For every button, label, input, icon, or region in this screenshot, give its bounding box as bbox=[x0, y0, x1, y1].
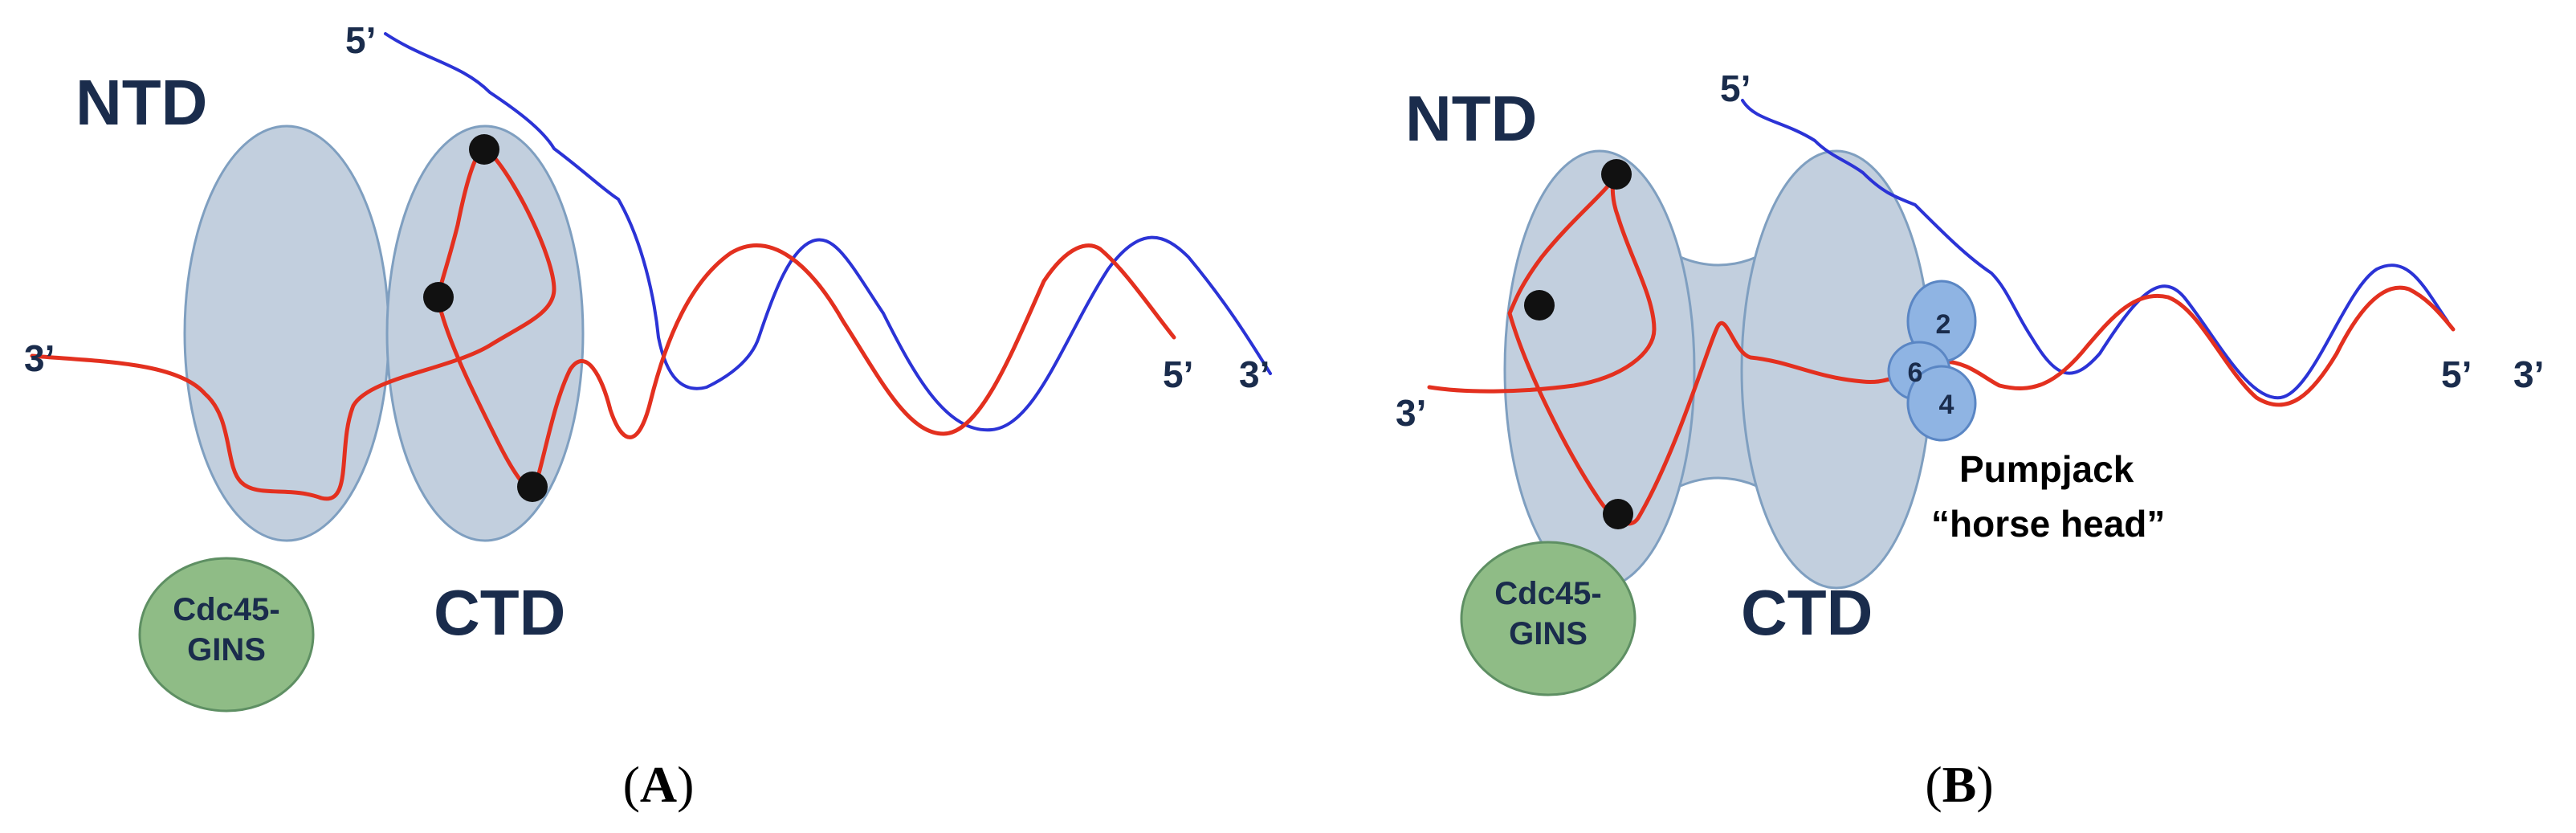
three-prime-left-b: 3’ bbox=[1396, 392, 1426, 434]
blue-strand-a bbox=[384, 32, 1272, 432]
ntd-lobe-a bbox=[183, 125, 390, 542]
cdc45-label-b-line2: GINS bbox=[1509, 616, 1588, 651]
subunit-2-label: 2 bbox=[1936, 309, 1951, 340]
pumpjack-label-line1: Pumpjack bbox=[1959, 448, 2134, 490]
dot-a-3 bbox=[517, 472, 548, 502]
cdc45-label-a-line2: GINS bbox=[187, 632, 266, 668]
dot-a-2 bbox=[423, 282, 454, 312]
subunit-4 bbox=[1906, 365, 1977, 442]
dot-a-1 bbox=[469, 134, 499, 165]
five-prime-right-a: 5’ bbox=[1163, 353, 1193, 395]
ntd-label-a: NTD bbox=[75, 67, 207, 138]
ctd-label-a: CTD bbox=[434, 577, 565, 648]
subunit-6-label: 6 bbox=[1908, 357, 1923, 388]
dot-b-3 bbox=[1603, 499, 1633, 529]
caption-a: (A) bbox=[623, 756, 695, 813]
ntd-lobe-b bbox=[1503, 149, 1696, 590]
pumpjack-label-line2: “horse head” bbox=[1931, 503, 2165, 545]
three-prime-right-b: 3’ bbox=[2513, 353, 2544, 395]
ntd-label-b: NTD bbox=[1405, 83, 1537, 154]
ctd-lobe-a bbox=[385, 125, 585, 542]
caption-b: (B) bbox=[1925, 756, 1993, 813]
five-prime-right-b: 5’ bbox=[2441, 353, 2472, 395]
cdc45-label-b-line1: Cdc45- bbox=[1494, 576, 1601, 611]
three-prime-right-a: 3’ bbox=[1239, 353, 1270, 395]
dot-b-1 bbox=[1601, 159, 1632, 190]
panel-a: Cdc45- GINS NTD CTD 3’ 5’ 5’ 3’ (A) bbox=[24, 19, 1272, 813]
dot-b-2 bbox=[1524, 290, 1555, 321]
three-prime-left-a: 3’ bbox=[24, 337, 55, 379]
cdc45-gins-a bbox=[138, 557, 315, 713]
red-strand-a bbox=[30, 147, 1176, 501]
panel-b: Cdc45- GINS 2 6 4 NTD CTD 3’ 5’ 5’ 3’ Pu… bbox=[1396, 67, 2544, 813]
five-prime-top-a: 5’ bbox=[345, 19, 376, 61]
cdc45-gins-b bbox=[1460, 541, 1636, 696]
five-prime-top-b: 5’ bbox=[1720, 67, 1751, 109]
red-strand-b bbox=[1427, 167, 2456, 526]
blue-strand-b bbox=[1741, 99, 2449, 400]
ctd-label-b: CTD bbox=[1741, 577, 1873, 648]
subunit-4-label: 4 bbox=[1939, 390, 1954, 420]
cdc45-label-a-line1: Cdc45- bbox=[173, 592, 279, 627]
